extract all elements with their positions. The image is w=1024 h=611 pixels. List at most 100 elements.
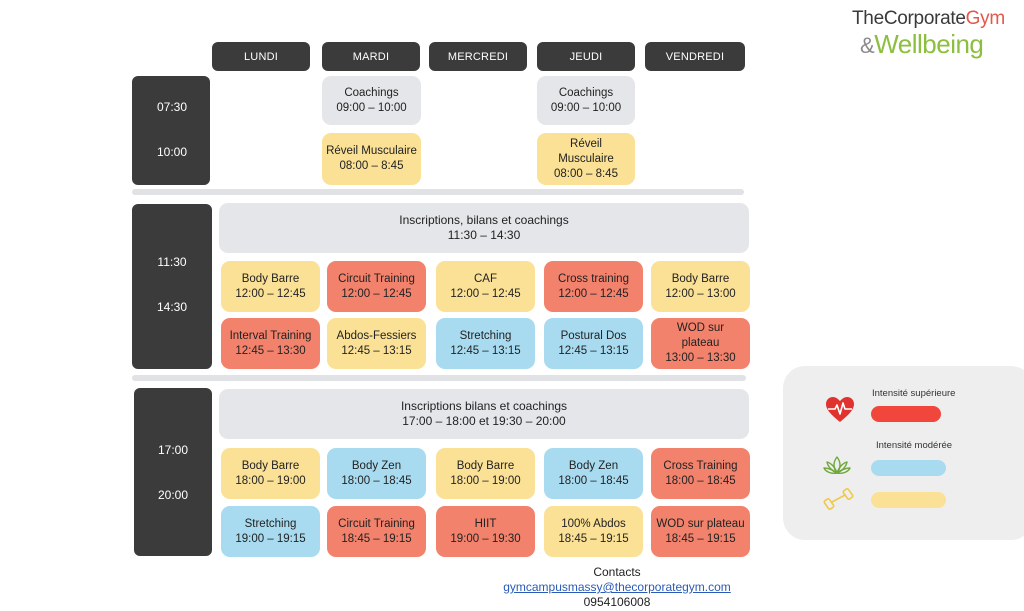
class-time: 18:00 – 18:45 (665, 474, 736, 487)
class-title-cont: Musculaire (558, 152, 614, 165)
class-time: 18:45 – 19:15 (665, 532, 736, 545)
day-header-mercredi: MERCREDI (429, 42, 527, 71)
class-evening-r2-mercredi: HIIT 19:00 – 19:30 (436, 506, 535, 557)
class-time: 18:45 – 19:15 (341, 532, 412, 545)
class-time: 19:00 – 19:15 (235, 532, 306, 545)
class-midday-r1-jeudi: Cross training 12:00 – 12:45 (544, 261, 643, 312)
class-coachings-jeudi: Coachings 09:00 – 10:00 (537, 76, 635, 125)
class-title: Coachings (344, 86, 399, 99)
class-midday-r2-lundi: Interval Training 12:45 – 13:30 (221, 318, 320, 369)
class-time: 18:00 – 19:00 (450, 474, 521, 487)
day-header-vendredi: VENDREDI (645, 42, 745, 71)
brand-logo-line1: TheCorporateGym (852, 8, 1005, 30)
class-evening-r2-vendredi: WOD sur plateau 18:45 – 19:15 (651, 506, 750, 557)
class-title: Réveil Musculaire (326, 145, 417, 157)
class-time: 08:00 – 8:45 (554, 167, 618, 180)
time-label-1700: 17:00 (157, 443, 189, 457)
class-title: Body Zen (568, 459, 619, 472)
class-title: CAF (474, 272, 497, 285)
class-midday-r1-vendredi: Body Barre 12:00 – 13:00 (651, 261, 750, 312)
banner-title: Inscriptions bilans et coachings (400, 399, 568, 413)
class-midday-r2-mardi: Abdos-Fessiers 12:45 – 13:15 (327, 318, 426, 369)
legend-bar-high (871, 406, 941, 422)
class-time: 18:45 – 19:15 (558, 532, 629, 545)
class-midday-r1-mardi: Circuit Training 12:00 – 12:45 (327, 261, 426, 312)
class-reveil-mardi: Réveil Musculaire 08:00 – 8:45 (322, 133, 421, 185)
class-evening-r2-lundi: Stretching 19:00 – 19:15 (221, 506, 320, 557)
class-evening-r1-lundi: Body Barre 18:00 – 19:00 (221, 448, 320, 499)
class-evening-r2-jeudi: 100% Abdos 18:45 – 19:15 (544, 506, 643, 557)
brand-ampersand: & (860, 33, 875, 58)
class-title: WOD sur plateau (676, 322, 725, 349)
day-header-lundi: LUNDI (212, 42, 310, 71)
banner-title: Inscriptions, bilans et coachings (399, 213, 569, 227)
class-time: 12:45 – 13:30 (235, 344, 306, 357)
intensity-legend (783, 366, 1024, 540)
class-time: 08:00 – 8:45 (339, 160, 404, 172)
class-time: 19:00 – 19:30 (450, 532, 521, 545)
banner-time: 11:30 – 14:30 (447, 228, 521, 242)
class-time: 12:00 – 12:45 (558, 287, 629, 300)
brand-logo-line2: &Wellbeing (860, 29, 984, 60)
brand-name-part: TheCorporate (852, 8, 966, 29)
time-label-0730: 07:30 (156, 100, 188, 114)
class-evening-r1-vendredi: Cross Training 18:00 – 18:45 (651, 448, 750, 499)
class-reveil-jeudi: Réveil Musculaire 08:00 – 8:45 (537, 133, 635, 185)
time-block-midday (132, 204, 212, 369)
class-title: Body Barre (241, 459, 300, 472)
time-label-2000: 20:00 (157, 488, 189, 502)
class-title: Stretching (244, 517, 297, 530)
separator (132, 189, 744, 195)
legend-bar-light (871, 492, 946, 508)
class-title: Coachings (558, 86, 614, 99)
day-header-mardi: MARDI (322, 42, 420, 71)
banner-evening: Inscriptions bilans et coachings 17:00 –… (219, 389, 749, 439)
time-block-morning (132, 76, 210, 185)
contacts-title: Contacts (593, 565, 641, 579)
class-title: Body Barre (671, 272, 730, 285)
class-midday-r2-vendredi: WOD sur plateau 13:00 – 13:30 (651, 318, 750, 369)
legend-bar-moderate (871, 460, 946, 476)
class-coachings-mardi: Coachings 09:00 – 10:00 (322, 76, 421, 125)
class-time: 18:00 – 18:45 (558, 474, 629, 487)
class-title: Body Barre (241, 272, 300, 285)
banner-midday: Inscriptions, bilans et coachings 11:30 … (219, 203, 749, 253)
class-midday-r2-mercredi: Stretching 12:45 – 13:15 (436, 318, 535, 369)
legend-high-label: Intensité supérieure (872, 388, 956, 399)
class-time: 18:00 – 19:00 (235, 474, 306, 487)
class-title: Circuit Training (338, 272, 415, 285)
class-title: 100% Abdos (561, 517, 626, 530)
class-title: Body Zen (351, 459, 402, 472)
class-title: Postural Dos (560, 329, 627, 342)
class-title: Cross Training (663, 459, 738, 472)
class-midday-r1-lundi: Body Barre 12:00 – 12:45 (221, 261, 320, 312)
class-time: 09:00 – 10:00 (550, 101, 622, 114)
contact-phone: 0954106008 (583, 595, 651, 609)
class-midday-r2-jeudi: Postural Dos 12:45 – 13:15 (544, 318, 643, 369)
class-evening-r2-mardi: Circuit Training 18:45 – 19:15 (327, 506, 426, 557)
class-time: 12:00 – 12:45 (235, 287, 306, 300)
class-time: 12:00 – 12:45 (450, 287, 521, 300)
brand-name-gym: Gym (965, 8, 1006, 29)
class-time: 12:00 – 13:00 (665, 287, 736, 300)
brand-name-wellbeing: Wellbeing (874, 29, 984, 59)
time-label-1000: 10:00 (156, 145, 188, 159)
class-evening-r1-mercredi: Body Barre 18:00 – 19:00 (436, 448, 535, 499)
time-block-evening (134, 388, 212, 556)
legend-moderate-label: Intensité modérée (876, 440, 953, 451)
class-title: HIIT (474, 517, 497, 530)
class-title: Cross training (558, 272, 629, 285)
banner-time: 17:00 – 18:00 et 19:30 – 20:00 (402, 414, 566, 428)
class-time: 12:45 – 13:15 (341, 344, 412, 357)
class-midday-r1-mercredi: CAF 12:00 – 12:45 (436, 261, 535, 312)
class-title: Body Barre (456, 459, 515, 472)
class-time: 12:00 – 12:45 (341, 287, 412, 300)
contact-email-link[interactable]: gymcampusmassy@thecorporategym.com (503, 580, 731, 594)
separator (132, 375, 746, 381)
lotus-icon (823, 454, 851, 476)
time-label-1430: 14:30 (156, 300, 188, 314)
class-title: Stretching (459, 329, 512, 342)
heart-pulse-icon (825, 396, 855, 424)
class-time: 09:00 – 10:00 (336, 101, 407, 114)
dumbbell-icon (823, 486, 855, 512)
